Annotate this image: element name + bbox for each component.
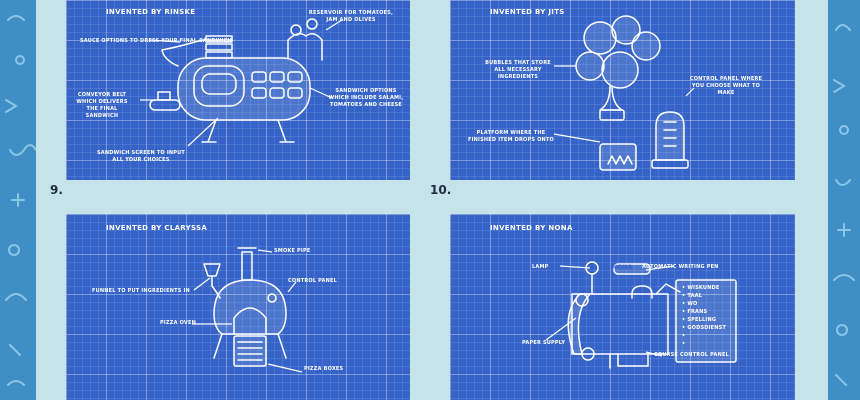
label-bubbles: BUBBLES THAT STORE ALL NECESSARY INGREDI… (485, 60, 551, 80)
blueprint-panel-claryssa: INVENTED BY CLARYSSA SMOKE PIPE FUNNEL T… (66, 214, 410, 400)
checklist: • WISKUNDE • TAAL • WO • FRANS • SPELLIN… (682, 284, 726, 348)
label-paper-supply: PAPER SUPPLY (522, 340, 566, 346)
label-platform: PLATFORM WHERE THE FINISHED ITEM DROPS O… (468, 130, 554, 143)
pizza-oven-drawing (192, 247, 303, 373)
checklist-item: • WISKUNDE (682, 285, 720, 291)
panel-title: INVENTED BY NONA (490, 224, 573, 232)
label-pizza-oven: PIZZA OVEN (160, 320, 196, 326)
label-reservoir: RESERVOIR FOR TOMATOES, JAM AND OLIVES (308, 10, 394, 23)
label-sandwich-screen: SANDWICH SCREEN TO INPUT ALL YOUR CHOICE… (96, 150, 186, 163)
panel-title: INVENTED BY JITS (490, 8, 565, 16)
label-lamp: LAMP (532, 264, 549, 270)
label-control-panel: CONTROL PANEL WHERE YOU CHOOSE WHAT TO M… (689, 76, 763, 96)
bubble-machine-drawing (553, 15, 695, 171)
checklist-item: • (682, 333, 686, 339)
label-sauce-options: SAUCE OPTIONS TO DRESS YOUR FINAL SANDWI… (80, 38, 232, 44)
checklist-item: • TAAL (682, 293, 703, 299)
sandwich-machine-drawing (140, 18, 343, 147)
label-funnel: FUNNEL TO PUT INGREDIENTS IN (92, 288, 190, 294)
label-sandwich-options: SANDWICH OPTIONS WHICH INCLUDE SALAMI, T… (328, 88, 404, 108)
panel-title: INVENTED BY RINSKE (106, 8, 196, 16)
checklist-item: • SPELLING (682, 317, 717, 323)
checklist-item: • GODSDIENST (682, 325, 727, 331)
panel-number-10: 10. (430, 183, 452, 197)
label-conveyor-belt: CONVEYOR BELT WHICH DELIVERS THE FINAL S… (76, 92, 128, 119)
blueprint-panel-nona: INVENTED BY NONA NONA LAMP AUTOMATIC WRI… (450, 214, 795, 400)
panel-number-9: 9. (50, 183, 63, 197)
label-course-control: COURSE CONTROL PANEL (654, 352, 729, 358)
left-doodle-border (5, 15, 36, 386)
writing-desk-drawing (545, 261, 737, 369)
blueprint-panel-jits: INVENTED BY JITS BUBBLES THAT STORE ALL … (450, 0, 795, 180)
label-pizza-boxes: PIZZA BOXES (304, 366, 344, 372)
right-doodle-border (833, 24, 855, 386)
label-automatic-pen: AUTOMATIC WRITING PEN (642, 264, 719, 270)
checklist-item: • (682, 341, 686, 347)
label-smoke-pipe: SMOKE PIPE (274, 248, 311, 254)
checklist-item: • FRANS (682, 309, 708, 315)
panel-title: INVENTED BY CLARYSSA (106, 224, 208, 232)
checklist-item: • WO (682, 301, 698, 307)
label-nona-sign: NONA (612, 264, 633, 271)
label-control-panel: CONTROL PANEL (288, 278, 338, 284)
blueprint-panel-rinske: INVENTED BY RINSKE SAUCE OPTIONS TO DRES… (66, 0, 410, 180)
